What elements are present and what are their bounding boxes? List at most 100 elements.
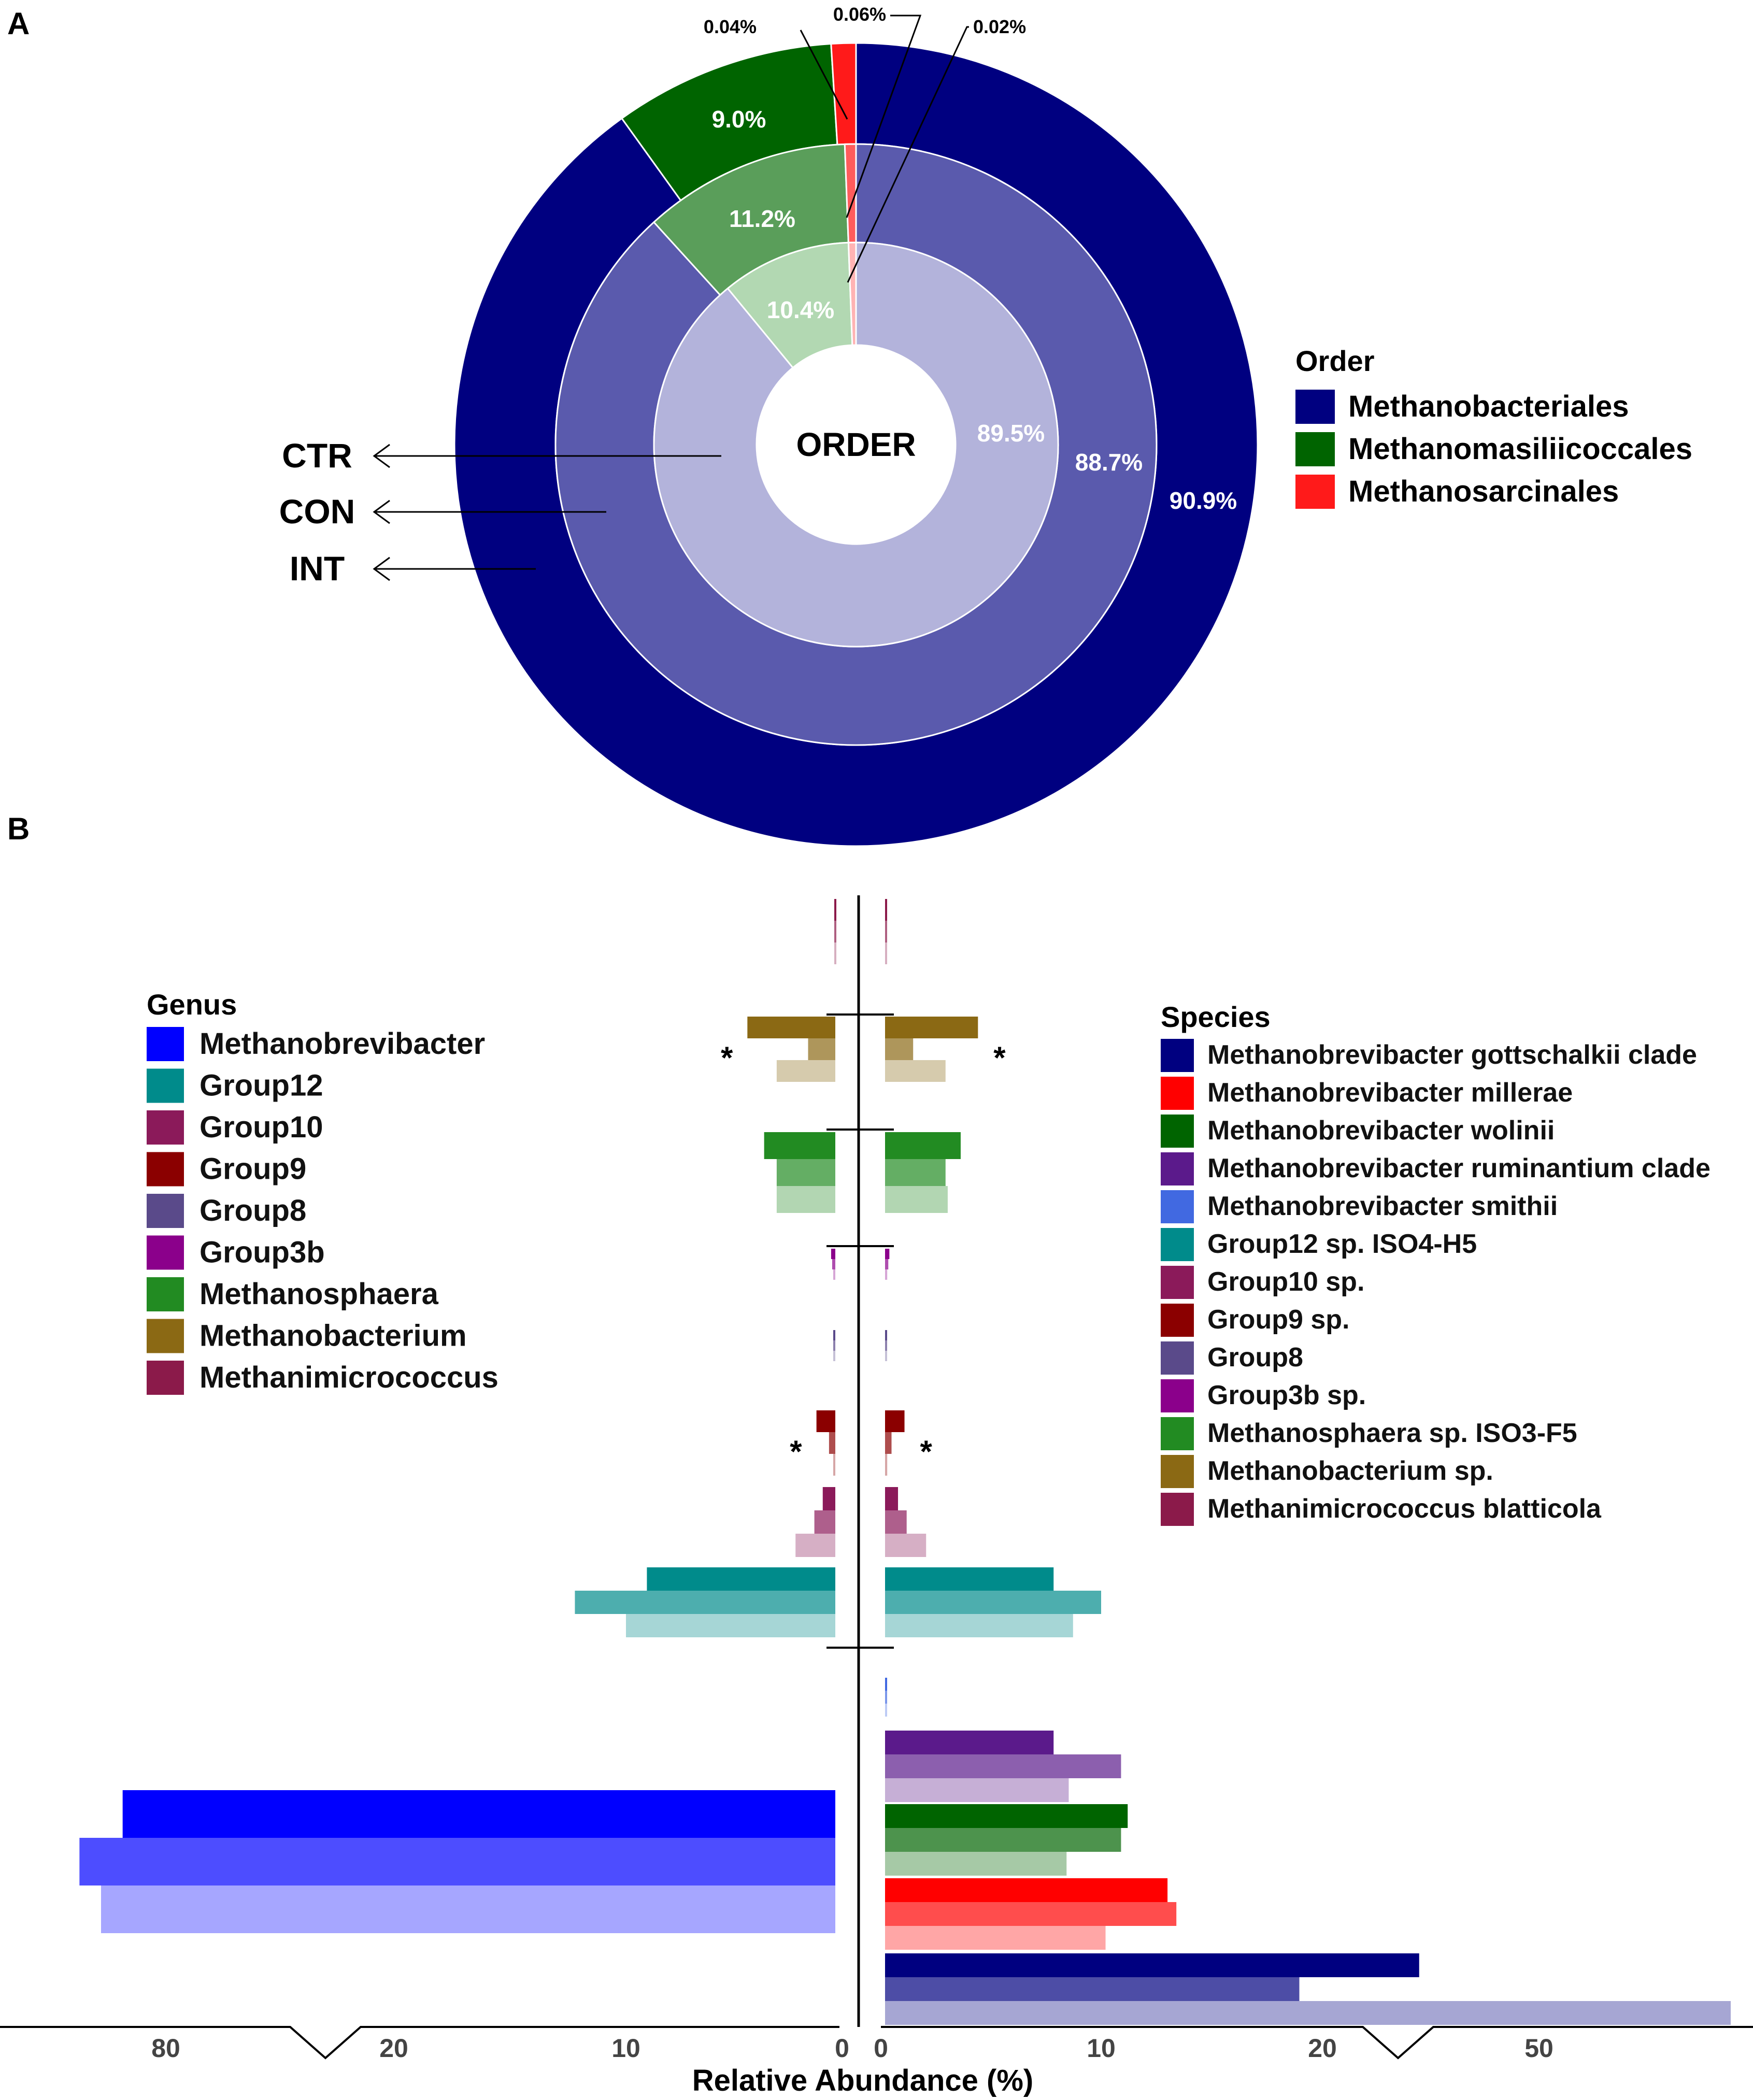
bar-species-group10-sp-0 [885,1487,899,1510]
species-legend-swatch-methanimicrococcus-blatticola [1161,1493,1194,1526]
bar-genus-group9-0 [816,1410,835,1432]
species-legend-label-methanosphaera-sp-iso3-f5: Methanosphaera sp. ISO3-F5 [1207,1418,1577,1448]
species-legend-label-methanobrevibacter-gottschalkii-clade: Methanobrevibacter gottschalkii clade [1207,1040,1697,1070]
order-legend-title: Order [1295,345,1375,377]
bar-genus-methanobrevibacter-2 [101,1885,835,1933]
bar-species-group9-sp-1 [885,1432,892,1454]
genus-legend-label-methanobacterium: Methanobacterium [199,1319,467,1353]
species-legend-swatch-methanosphaera-sp-iso3-f5 [1161,1417,1194,1450]
order-legend-label-methanomasiliicoccales: Methanomasiliicoccales [1348,432,1692,466]
genus-legend-swatch-group3b [147,1235,184,1270]
bar-species-group3b-sp-2 [885,1269,888,1280]
ring-pointer-arrow-int [373,556,390,581]
bar-species-group8-0 [885,1330,887,1340]
bar-species-group12-sp-iso4-h5-0 [885,1567,1054,1591]
panel-label-b: B [7,811,30,846]
bar-species-group9-sp-0 [885,1410,905,1432]
species-legend-label-group3b-sp: Group3b sp. [1207,1380,1366,1410]
left-tick-label-0: 80 [151,2034,180,2063]
species-legend-label-group9-sp: Group9 sp. [1207,1305,1349,1335]
bar-genus-methanimicrococcus-1 [834,921,836,942]
bar-species-group3b-sp-0 [885,1249,890,1259]
bar-genus-group12-2 [626,1614,835,1637]
genus-legend-label-group3b: Group3b [199,1236,325,1269]
bar-species-methanobrevibacter-gottschalkii-clade-0 [885,1953,1419,1977]
bar-species-methanobrevibacter-ruminantium-clade-0 [885,1731,1054,1754]
species-legend-label-group10-sp: Group10 sp. [1207,1267,1364,1297]
left-tick-label-2: 10 [611,2034,640,2063]
bar-species-methanobrevibacter-millerae-2 [885,1926,1106,1950]
bar-genus-methanimicrococcus-0 [834,899,836,921]
leader-int [800,30,848,120]
genus-legend-swatch-group8 [147,1194,184,1228]
bar-genus-group3b-0 [831,1249,835,1259]
label-int-methanobacteriales: 90.9% [1170,487,1237,514]
bar-genus-methanosphaera-1 [776,1159,835,1186]
donut-center-label: ORDER [796,426,916,463]
order-legend-swatch-methanomasiliicoccales [1295,432,1335,466]
bar-species-methanobrevibacter-millerae-0 [885,1878,1168,1902]
ring-label-int: INT [290,549,345,588]
bar-species-methanimicrococcus-blatticola-1 [885,921,887,942]
bar-species-methanobrevibacter-gottschalkii-clade-1 [885,1977,1300,2001]
ring-pointer-arrow-con [373,499,390,524]
bar-species-group12-sp-iso4-h5-1 [885,1591,1101,1614]
bar-genus-group9-2 [833,1454,835,1476]
species-legend-swatch-group12-sp-iso4-h5 [1161,1228,1194,1261]
genus-legend: Genus MethanobrevibacterGroup12Group10Gr… [147,988,498,1395]
slice-ctr-methanomasiliicoccales [726,241,853,369]
bar-species-methanobrevibacter-ruminantium-clade-2 [885,1778,1069,1802]
bar-genus-group10-2 [795,1534,835,1557]
bar-species-group9-sp-2 [885,1454,888,1476]
order-legend: Order MethanobacterialesMethanomasiliico… [1295,345,1692,509]
bar-species-group10-sp-1 [885,1510,907,1534]
right-tick-label-1: 10 [1087,2034,1116,2063]
sig-star-genus-group9: * [790,1434,802,1469]
species-legend-swatch-methanobrevibacter-gottschalkii-clade [1161,1039,1194,1072]
species-legend-swatch-group3b-sp [1161,1379,1194,1412]
bar-genus-group12-0 [647,1567,835,1591]
left-axis-line [0,2026,839,2060]
bar-genus-methanobacterium-0 [747,1017,835,1038]
bar-species-group3b-sp-1 [885,1259,889,1269]
label-ctr-methanomasiliicoccales: 10.4% [767,296,834,323]
bar-genus-methanosphaera-0 [764,1132,835,1159]
genus-legend-label-group12: Group12 [199,1069,323,1103]
bar-genus-methanosphaera-2 [776,1186,835,1213]
leader-con [846,15,922,218]
bar-species-methanobrevibacter-ruminantium-clade-1 [885,1754,1121,1778]
bar-genus-methanimicrococcus-2 [834,942,836,964]
bar-genus-methanobrevibacter-1 [79,1838,835,1885]
species-legend-swatch-group10-sp [1161,1266,1194,1299]
species-legend-label-methanobrevibacter-wolinii: Methanobrevibacter wolinii [1207,1116,1555,1146]
bar-species-methanobrevibacter-wolinii-1 [885,1828,1121,1852]
bar-genus-group10-1 [814,1510,835,1534]
right-tick-label-3: 50 [1524,2034,1554,2063]
right-tick-label-0: 0 [874,2034,888,2063]
bar-species-methanobrevibacter-smithii-2 [885,1704,887,1717]
genus-legend-label-group10: Group10 [199,1110,323,1144]
ring-pointer-arrow-ctr [373,444,390,468]
species-legend-swatch-methanobrevibacter-smithii [1161,1190,1194,1223]
bar-species-methanosphaera-sp-iso3-f5-1 [885,1159,946,1186]
bar-species-group8-2 [885,1351,887,1361]
right-tick-label-2: 20 [1308,2034,1337,2063]
genus-legend-label-group9: Group9 [199,1152,306,1186]
order-legend-label-methanobacteriales: Methanobacteriales [1348,390,1629,423]
bar-genus-group3b-2 [833,1269,835,1280]
slice-ctr-methanobacteriales [653,241,1059,648]
bar-species-group10-sp-2 [885,1534,927,1557]
species-legend-title: Species [1161,1001,1271,1033]
x-axis-label: Relative Abundance (%) [692,2064,1034,2097]
order-donut-labels: 90.9%9.0%88.7%11.2%89.5%10.4%0.04%0.06%0… [704,4,1237,514]
species-legend-swatch-methanobrevibacter-millerae [1161,1077,1194,1110]
bar-species-methanobrevibacter-wolinii-2 [885,1852,1067,1876]
genus-legend-swatch-methanobrevibacter [147,1027,184,1061]
order-legend-label-methanosarcinales: Methanosarcinales [1348,475,1619,508]
bar-species-methanobrevibacter-smithii-1 [885,1691,887,1704]
species-legend-swatch-group8 [1161,1341,1194,1375]
sig-star-genus-methanobacterium: * [721,1040,733,1075]
bar-genus-methanobacterium-2 [776,1060,835,1082]
